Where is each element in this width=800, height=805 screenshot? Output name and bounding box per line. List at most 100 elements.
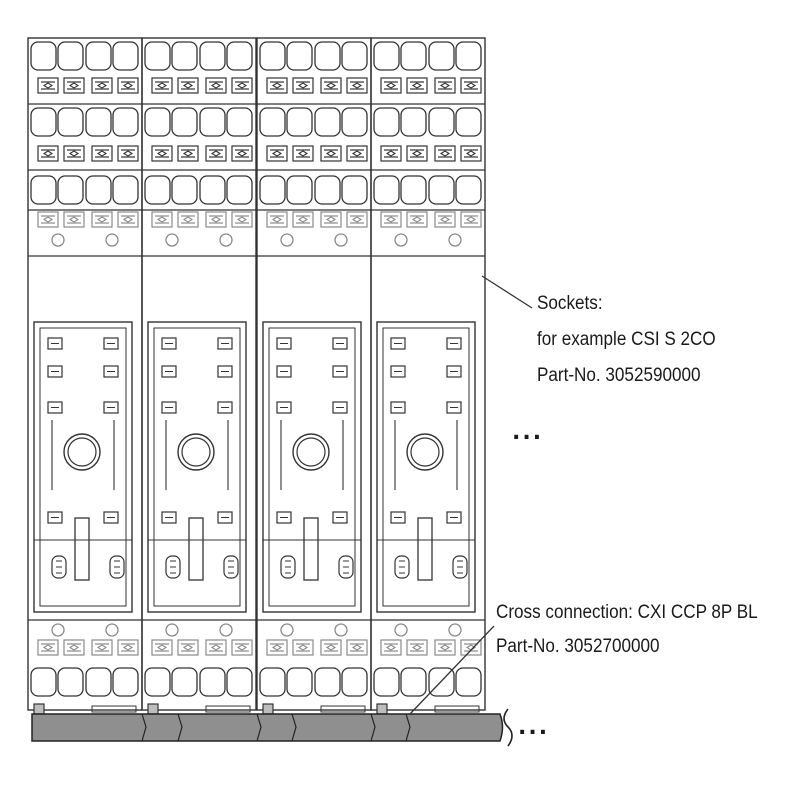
contact-slot <box>47 511 63 524</box>
release-symbol <box>151 145 173 162</box>
wire-entry <box>373 667 400 697</box>
contact-slot <box>446 401 462 414</box>
wire-entry <box>373 107 400 137</box>
release-symbol <box>380 639 402 656</box>
bridge-link <box>205 705 251 713</box>
relay-socket-body <box>33 321 133 613</box>
contact-slot <box>390 365 406 378</box>
wire-entry <box>199 175 226 205</box>
coding-key <box>417 517 433 581</box>
wire-entry <box>455 41 482 71</box>
wire-entry <box>373 41 400 71</box>
wire-entry <box>85 107 112 137</box>
release-symbol <box>406 145 428 162</box>
wire-entry <box>199 667 226 697</box>
release-symbol <box>117 211 139 228</box>
coding-key <box>74 517 90 581</box>
screw-slot <box>280 555 296 579</box>
socket-housing <box>256 37 372 711</box>
release-symbol <box>117 77 139 94</box>
release-symbol <box>320 145 342 162</box>
contact-slot <box>217 511 233 524</box>
socket-module <box>256 37 372 711</box>
test-point <box>280 233 294 247</box>
release-symbol <box>37 145 59 162</box>
wire-entry <box>259 41 286 71</box>
release-symbol <box>205 639 227 656</box>
coil-window <box>177 433 215 471</box>
wire-entry <box>57 107 84 137</box>
wire-entry <box>400 667 427 697</box>
relay-socket-body <box>147 321 247 613</box>
sockets-callout-example: for example CSI S 2CO <box>537 329 716 350</box>
sockets-callout-part-number: Part-No. 3052590000 <box>537 365 701 386</box>
release-symbol <box>346 211 368 228</box>
contact-slot <box>217 337 233 350</box>
contact-slot <box>103 511 119 524</box>
wire-entry <box>455 667 482 697</box>
wire-entry <box>400 41 427 71</box>
contact-slot <box>332 401 348 414</box>
bar-notch <box>256 713 262 742</box>
bar-notch <box>405 713 411 742</box>
wire-entry <box>57 667 84 697</box>
release-symbol <box>434 77 456 94</box>
screw-slot <box>51 555 67 579</box>
release-symbol <box>117 145 139 162</box>
release-symbol <box>406 211 428 228</box>
release-symbol <box>205 211 227 228</box>
test-point <box>394 233 408 247</box>
wire-entry <box>112 667 139 697</box>
wire-entry <box>286 175 313 205</box>
screw-slot <box>452 555 468 579</box>
release-symbol <box>231 211 253 228</box>
release-symbol <box>151 77 173 94</box>
wire-entry <box>314 41 341 71</box>
sockets-leader-line <box>481 275 533 309</box>
wire-entry <box>57 175 84 205</box>
contact-slot <box>390 401 406 414</box>
test-point <box>165 623 179 637</box>
release-symbol <box>266 77 288 94</box>
release-symbol <box>346 145 368 162</box>
socket-module <box>27 37 143 711</box>
release-symbol <box>292 211 314 228</box>
release-symbol <box>231 639 253 656</box>
release-symbol <box>266 145 288 162</box>
wire-entry <box>85 175 112 205</box>
release-symbol <box>346 639 368 656</box>
release-symbol <box>37 77 59 94</box>
wire-entry <box>112 175 139 205</box>
wire-entry <box>144 175 171 205</box>
contact-slot <box>217 365 233 378</box>
bar-notch <box>141 713 147 742</box>
release-symbol <box>231 145 253 162</box>
coding-key <box>188 517 204 581</box>
socket-module <box>141 37 257 711</box>
bar-notch <box>370 713 376 742</box>
wire-entry <box>171 175 198 205</box>
screw-slot <box>223 555 239 579</box>
wire-entry <box>30 41 57 71</box>
relay-socket-body <box>376 321 476 613</box>
wire-entry <box>259 667 286 697</box>
release-symbol <box>320 77 342 94</box>
wire-entry <box>286 41 313 71</box>
contact-slot <box>276 511 292 524</box>
sockets-callout-title: Sockets: <box>537 293 603 314</box>
contact-slot <box>332 337 348 350</box>
release-symbol <box>177 145 199 162</box>
contact-slot <box>446 337 462 350</box>
contact-slot <box>390 511 406 524</box>
release-symbol <box>266 639 288 656</box>
wire-entry <box>199 41 226 71</box>
wire-entry <box>341 107 368 137</box>
release-symbol <box>37 211 59 228</box>
coil-window <box>63 433 101 471</box>
test-point <box>448 623 462 637</box>
release-symbol <box>320 211 342 228</box>
release-symbol <box>151 639 173 656</box>
coding-key <box>303 517 319 581</box>
release-symbol <box>460 145 482 162</box>
